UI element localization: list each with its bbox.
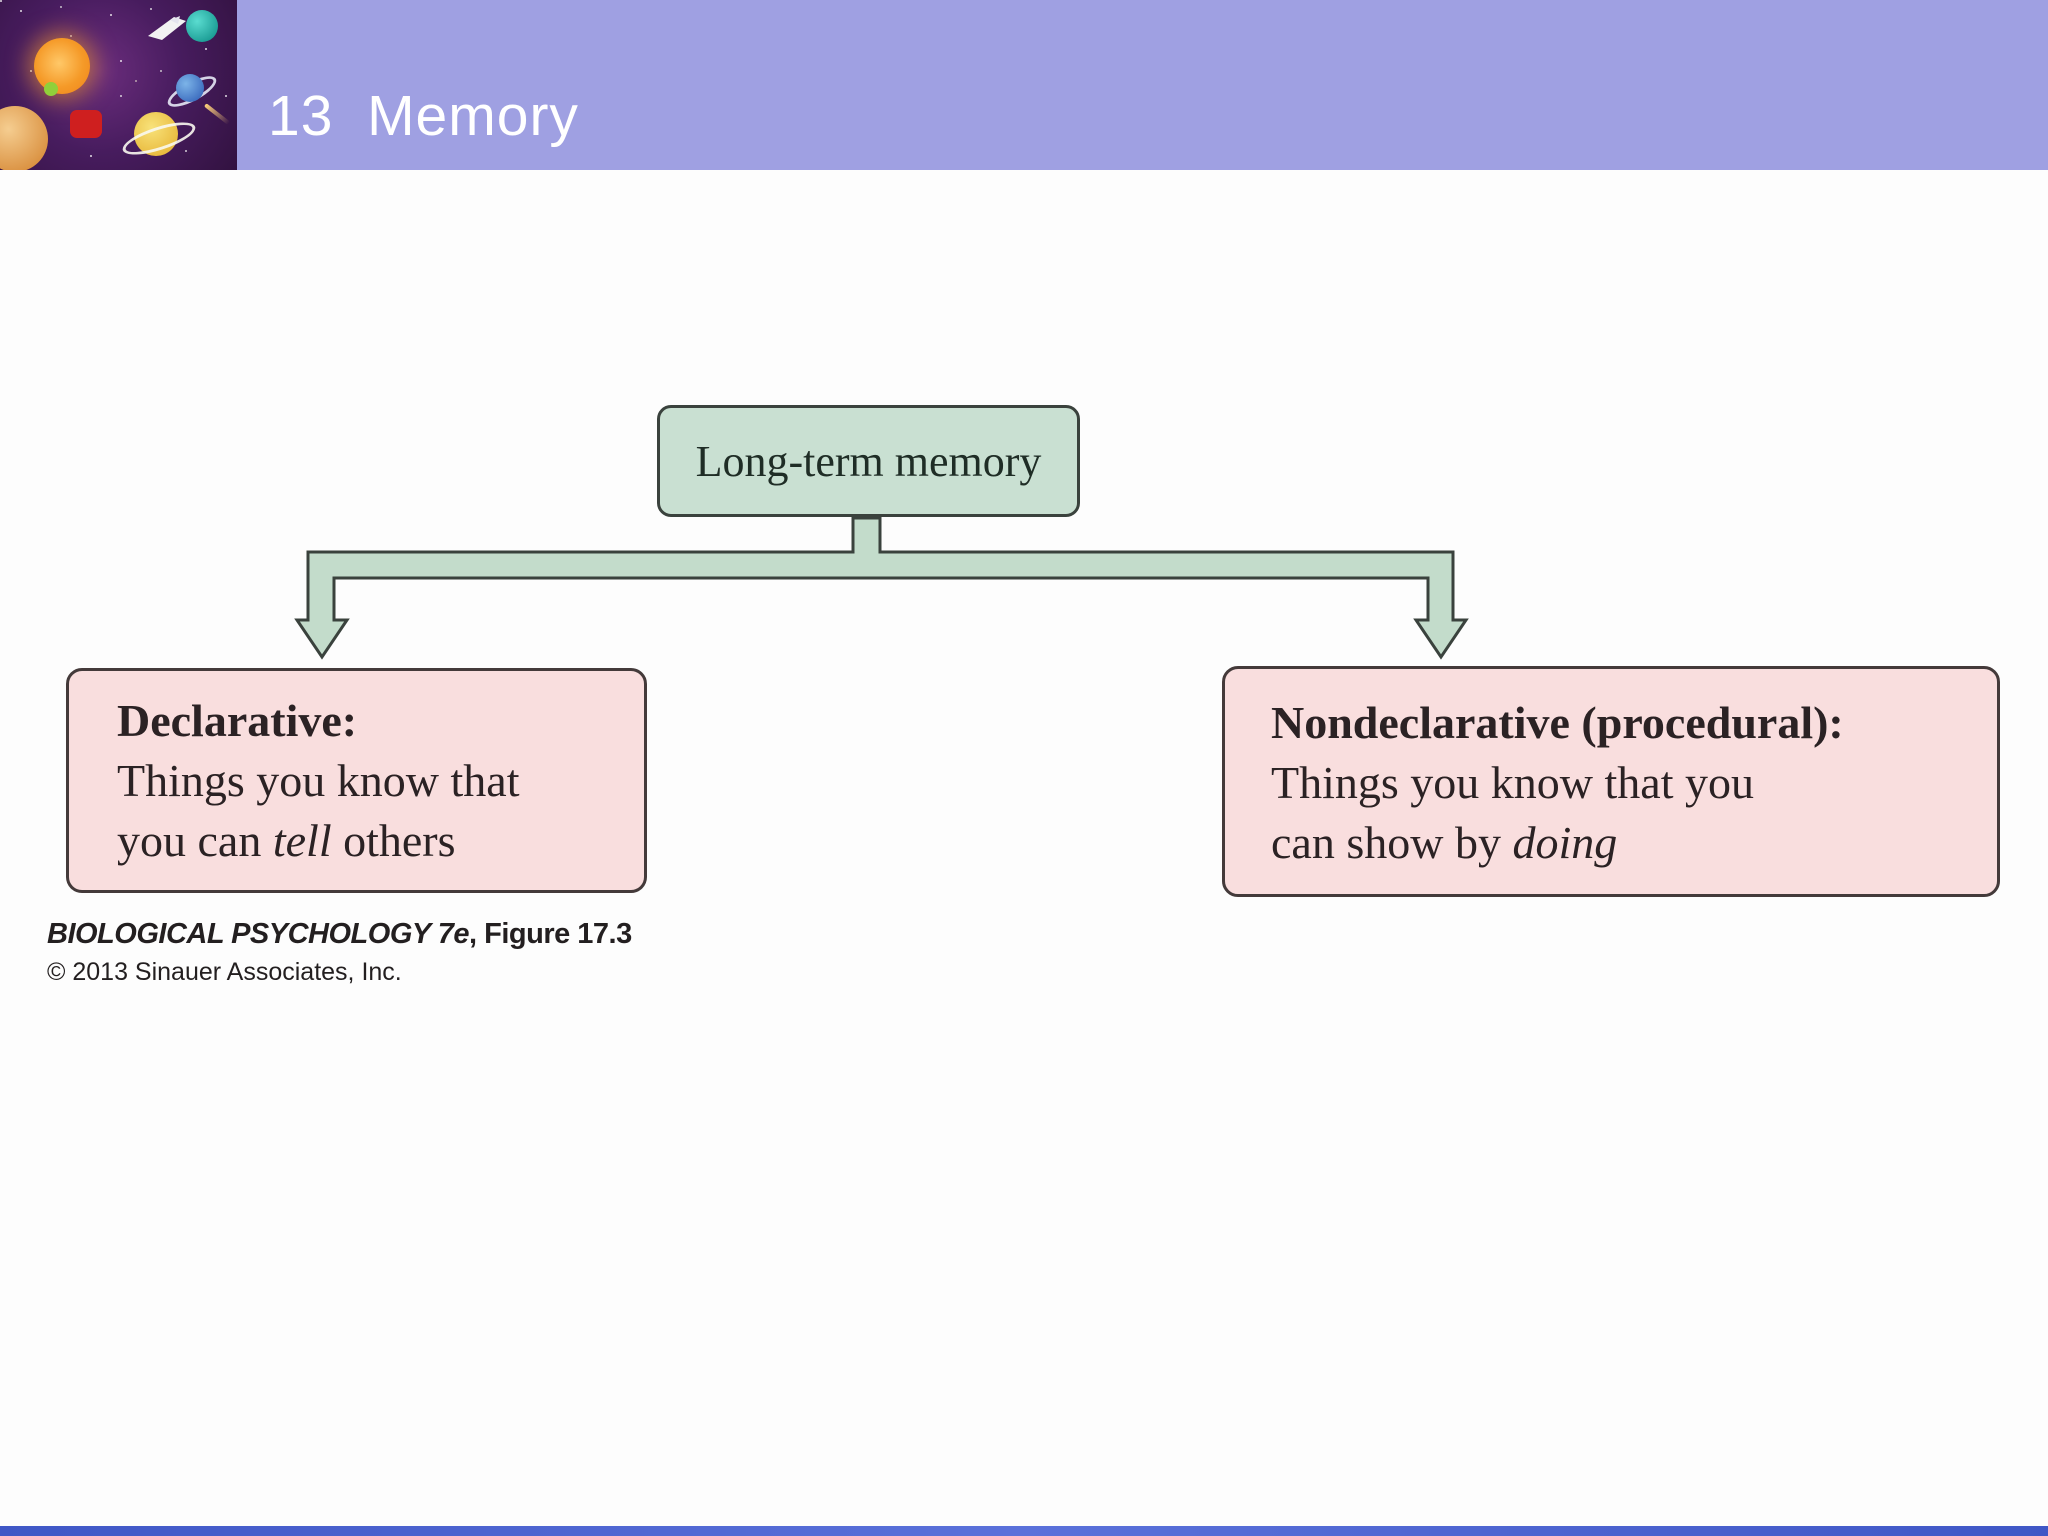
citation-figure-number: , Figure 17.3 [469, 918, 632, 950]
green-planet-icon [44, 82, 58, 96]
citation-book-title: BIOLOGICAL PSYCHOLOGY 7e [47, 918, 470, 950]
saturn-planet-icon [134, 112, 178, 156]
declarative-line1: Things you know that [117, 755, 520, 806]
nondeclarative-line2-pre: can show by [1271, 817, 1513, 868]
declarative-heading: Declarative: [117, 695, 358, 746]
nondeclarative-line2-italic: doing [1512, 817, 1618, 868]
red-planet-icon [70, 110, 102, 138]
figure-citation: BIOLOGICAL PSYCHOLOGY 7e, Figure 17.3 © … [47, 918, 632, 987]
nondeclarative-box: Nondeclarative (procedural): Things you … [1222, 666, 2000, 897]
slide-header-bar: 13 Memory [0, 0, 2048, 170]
blue-planet-icon [176, 74, 204, 102]
nondeclarative-heading: Nondeclarative (procedural): [1271, 697, 1844, 748]
declarative-line2-pre: you can [117, 815, 273, 866]
space-illustration [0, 0, 237, 170]
stars-decoration [0, 0, 2, 2]
nondeclarative-line2: can show by doing [1271, 813, 1983, 873]
long-term-memory-label: Long-term memory [695, 436, 1042, 486]
teal-planet-icon [186, 10, 218, 42]
declarative-line2-post: others [331, 815, 456, 866]
sun-icon [34, 38, 90, 94]
nondeclarative-line1: Things you know that you [1271, 757, 1754, 808]
citation-copyright: © 2013 Sinauer Associates, Inc. [47, 958, 402, 986]
declarative-line2-italic: tell [272, 815, 332, 866]
citation-source: BIOLOGICAL PSYCHOLOGY 7e, Figure 17.3 [47, 918, 632, 951]
tan-planet-icon [0, 106, 48, 170]
long-term-memory-box: Long-term memory [657, 405, 1080, 517]
bottom-accent-bar [0, 1526, 2048, 1536]
declarative-line2: you can tell others [117, 811, 630, 871]
declarative-box: Declarative: Things you know that you ca… [66, 668, 647, 893]
slide-title: 13 Memory [268, 84, 579, 148]
